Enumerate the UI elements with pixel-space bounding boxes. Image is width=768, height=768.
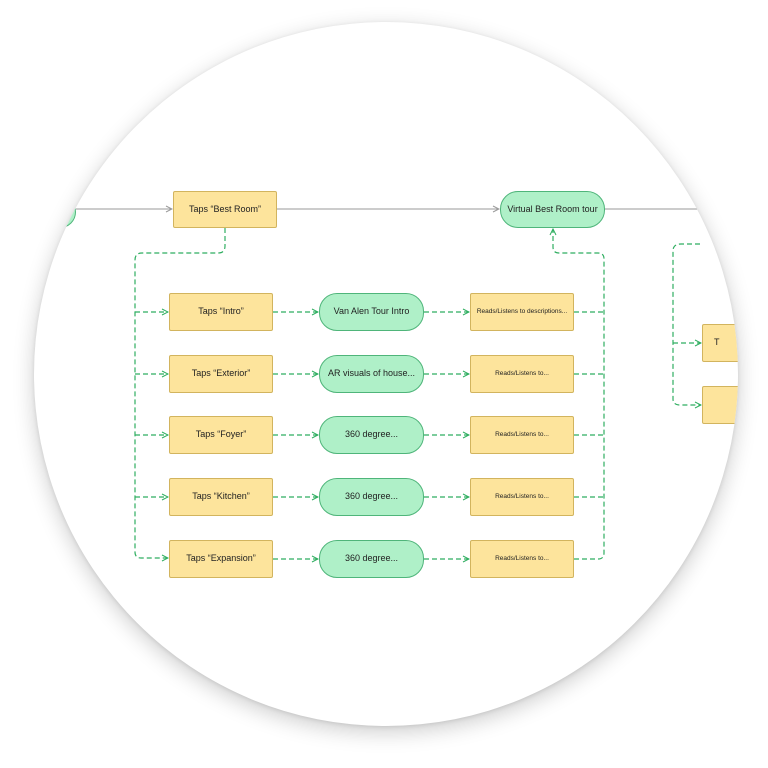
- start-node-partial: [34, 196, 76, 228]
- right-group-branch: [672, 243, 701, 405]
- screen-exterior-node[interactable]: AR visuals of house...: [319, 355, 424, 393]
- tap-intro-node[interactable]: Taps “Intro”: [169, 293, 273, 331]
- flow-connectors: [76, 22, 738, 726]
- screen-intro-node[interactable]: Van Alen Tour Intro: [319, 293, 424, 331]
- screen-foyer-node[interactable]: 360 degree...: [319, 416, 424, 454]
- reads-foyer-node[interactable]: Reads/Listens to...: [470, 416, 574, 454]
- taps-best-room-node[interactable]: Taps “Best Room”: [173, 191, 277, 228]
- right-partial-action-1[interactable]: T: [702, 324, 738, 362]
- reads-kitchen-node[interactable]: Reads/Listens to...: [470, 478, 574, 516]
- tap-kitchen-node[interactable]: Taps “Kitchen”: [169, 478, 273, 516]
- tap-exterior-node[interactable]: Taps “Exterior”: [169, 355, 273, 393]
- reads-intro-node[interactable]: Reads/Listens to descriptions...: [470, 293, 574, 331]
- reads-exterior-node[interactable]: Reads/Listens to...: [470, 355, 574, 393]
- right-partial-action-2[interactable]: [702, 386, 738, 424]
- screen-expansion-node[interactable]: 360 degree...: [319, 540, 424, 578]
- tap-expansion-node[interactable]: Taps “Expansion”: [169, 540, 273, 578]
- screen-kitchen-node[interactable]: 360 degree...: [319, 478, 424, 516]
- circular-viewport: Taps “Best Room” Virtual Best Room tour …: [34, 22, 738, 726]
- reads-expansion-node[interactable]: Reads/Listens to...: [470, 540, 574, 578]
- tap-foyer-node[interactable]: Taps “Foyer”: [169, 416, 273, 454]
- flow-diagram: Taps “Best Room” Virtual Best Room tour …: [34, 22, 738, 726]
- virtual-best-room-tour-node[interactable]: Virtual Best Room tour: [500, 191, 605, 228]
- return-to-virtual-tour: [553, 229, 605, 560]
